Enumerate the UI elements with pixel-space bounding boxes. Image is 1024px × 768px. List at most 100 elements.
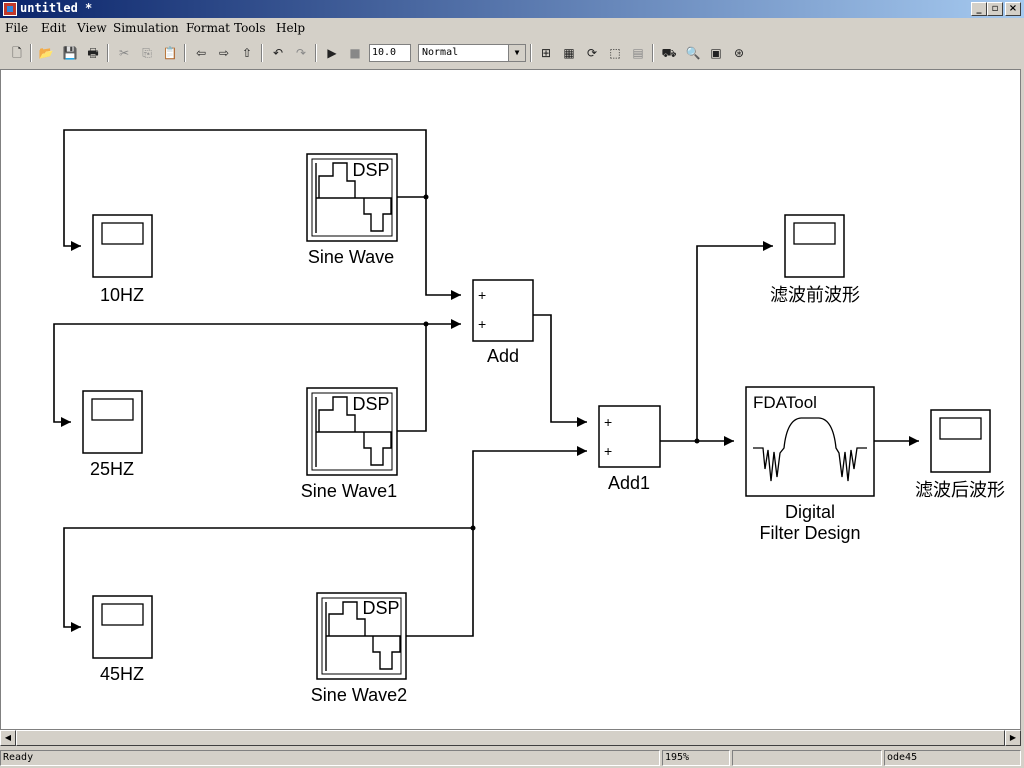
status-bar: Ready 195% ode45 bbox=[0, 749, 1024, 768]
restore-button[interactable]: ▫ bbox=[987, 2, 1003, 16]
input-sign-plus: + bbox=[604, 414, 612, 430]
menu-simulation[interactable]: Simulation bbox=[113, 21, 179, 35]
cut-icon[interactable]: ✂ bbox=[118, 46, 130, 60]
help-lifebuoy-icon[interactable]: ⊛ bbox=[733, 46, 745, 60]
menu-format[interactable]: Format bbox=[186, 21, 230, 35]
block-label: Filter Design bbox=[759, 523, 860, 543]
properties-icon[interactable]: ▣ bbox=[710, 46, 722, 60]
scroll-left-icon[interactable]: ◀ bbox=[0, 730, 16, 746]
back-arrow-icon[interactable]: ⇦ bbox=[195, 46, 207, 60]
menu-bar: File Edit View Simulation Format Tools H… bbox=[0, 19, 1024, 37]
up-arrow-icon[interactable]: ⇧ bbox=[241, 46, 253, 60]
menu-help[interactable]: Help bbox=[276, 21, 306, 35]
stop-icon[interactable]: ■ bbox=[349, 46, 361, 60]
refresh-icon[interactable]: ⟳ bbox=[586, 46, 598, 60]
window-title: untitled * bbox=[20, 1, 93, 15]
simulation-mode-value: Normal bbox=[422, 47, 459, 58]
library-browser-icon[interactable]: ⬚ bbox=[609, 46, 621, 60]
status-zoom: 195% bbox=[662, 750, 730, 766]
open-folder-icon[interactable]: 📂 bbox=[38, 46, 54, 60]
menu-edit[interactable]: Edit bbox=[41, 21, 67, 35]
block-label: 45HZ bbox=[100, 664, 144, 684]
status-solver: ode45 bbox=[884, 750, 1021, 766]
branch-points bbox=[423, 194, 700, 531]
block-label: Add1 bbox=[608, 473, 650, 493]
block-label: 滤波后波形 bbox=[915, 480, 1005, 500]
scope-block-45hz[interactable]: 45HZ bbox=[92, 595, 153, 684]
prefilter-scope-block[interactable]: 滤波前波形 bbox=[770, 214, 860, 305]
line-sine1-to-25hz[interactable] bbox=[53, 323, 426, 427]
dsp-icon-text: DSP bbox=[362, 598, 399, 618]
scope-icon bbox=[91, 398, 134, 421]
line-sine-to-add[interactable] bbox=[397, 196, 461, 300]
fdatool-title: FDATool bbox=[753, 393, 817, 412]
postfilter-scope-block[interactable]: 滤波后波形 bbox=[915, 409, 1005, 500]
toolbar-separator bbox=[315, 44, 317, 62]
scope-icon bbox=[939, 417, 982, 440]
sine-wave2-block[interactable]: DSP Sine Wave2 bbox=[311, 592, 407, 705]
paste-icon[interactable]: 📋 bbox=[162, 46, 178, 60]
input-sign-plus: + bbox=[478, 287, 486, 303]
status-ready: Ready bbox=[0, 750, 660, 766]
input-sign-plus: + bbox=[478, 316, 486, 332]
minimize-button[interactable]: _ bbox=[971, 2, 987, 16]
line-add1-to-prefilter-scope[interactable] bbox=[696, 241, 773, 441]
block-diagram[interactable]: 10HZ 25HZ 45HZ DSP Sine Wave DSP Sine Wa… bbox=[1, 70, 1021, 730]
print-icon[interactable]: 🖶 bbox=[87, 46, 99, 60]
dsp-icon-text: DSP bbox=[352, 160, 389, 180]
close-button[interactable]: × bbox=[1005, 2, 1021, 16]
new-model-icon[interactable]: 🗋 bbox=[12, 46, 22, 60]
block-label: Digital bbox=[785, 502, 835, 522]
simulation-mode-select[interactable]: Normal ▼ bbox=[418, 44, 526, 62]
block-label: Add bbox=[487, 346, 519, 366]
signal-lines bbox=[53, 129, 919, 637]
block-label: 滤波前波形 bbox=[770, 285, 860, 305]
block-label: Sine Wave1 bbox=[301, 481, 397, 501]
add1-block[interactable]: + + Add1 bbox=[598, 405, 661, 493]
input-sign-plus: + bbox=[604, 443, 612, 459]
chevron-down-icon[interactable]: ▼ bbox=[508, 45, 525, 61]
scrollbar-thumb[interactable] bbox=[16, 730, 1005, 746]
play-icon[interactable]: ▶ bbox=[327, 46, 337, 60]
toolbar-separator bbox=[652, 44, 654, 62]
sine-wave-block[interactable]: DSP Sine Wave bbox=[306, 153, 398, 267]
zoom-icon[interactable]: 🔍 bbox=[685, 46, 701, 60]
dsp-icon-text: DSP bbox=[352, 394, 389, 414]
redo-icon[interactable]: ↷ bbox=[295, 46, 307, 60]
dsp-signal-icon bbox=[315, 396, 392, 467]
line-sine2-to-45hz[interactable] bbox=[63, 527, 473, 632]
line-add-to-add1[interactable] bbox=[533, 314, 587, 427]
stop-time-input[interactable]: 10.0 bbox=[369, 44, 411, 62]
model-canvas[interactable]: 10HZ 25HZ 45HZ DSP Sine Wave DSP Sine Wa… bbox=[0, 69, 1021, 730]
toolbar-separator bbox=[184, 44, 186, 62]
line-sine1-to-add[interactable] bbox=[397, 319, 461, 432]
save-icon[interactable]: 💾 bbox=[62, 46, 78, 60]
forward-arrow-icon[interactable]: ⇨ bbox=[218, 46, 230, 60]
sine-wave1-block[interactable]: DSP Sine Wave1 bbox=[301, 387, 398, 501]
build-icon[interactable]: ⊞ bbox=[540, 46, 552, 60]
scope-block-10hz[interactable]: 10HZ bbox=[92, 214, 153, 305]
line-sine-to-10hz[interactable] bbox=[63, 129, 427, 251]
copy-icon[interactable]: ⎘ bbox=[142, 46, 152, 60]
line-sine2-to-add1[interactable] bbox=[406, 446, 587, 637]
block-label: 10HZ bbox=[100, 285, 144, 305]
block-label: Sine Wave2 bbox=[311, 685, 407, 705]
update-diagram-icon[interactable]: ▦ bbox=[563, 46, 575, 60]
simulink-app-icon[interactable] bbox=[3, 2, 17, 16]
debugger-icon[interactable]: ⛟ bbox=[661, 46, 677, 60]
toolbar: 🗋 📂 💾 🖶 ✂ ⎘ 📋 ⇦ ⇨ ⇧ ↶ ↷ ▶ ■ ⊞ ▦ ⟳ ⬚ ▤ ⛟ … bbox=[0, 40, 1024, 66]
menu-tools[interactable]: Tools bbox=[234, 21, 266, 35]
scope-icon bbox=[101, 603, 144, 626]
horizontal-scrollbar[interactable]: ◀ ▶ bbox=[0, 730, 1021, 746]
dsp-signal-icon bbox=[325, 601, 401, 671]
model-explorer-icon[interactable]: ▤ bbox=[632, 46, 644, 60]
undo-icon[interactable]: ↶ bbox=[272, 46, 284, 60]
scope-block-25hz[interactable]: 25HZ bbox=[82, 390, 143, 479]
fdatool-block[interactable]: FDATool Digital Filter Design bbox=[745, 386, 875, 543]
add-block[interactable]: + + Add bbox=[472, 279, 534, 366]
menu-view[interactable]: View bbox=[77, 21, 107, 35]
status-empty-panel bbox=[732, 750, 882, 766]
filter-response-icon bbox=[753, 417, 867, 482]
scroll-right-icon[interactable]: ▶ bbox=[1005, 730, 1021, 746]
menu-file[interactable]: File bbox=[5, 21, 29, 35]
